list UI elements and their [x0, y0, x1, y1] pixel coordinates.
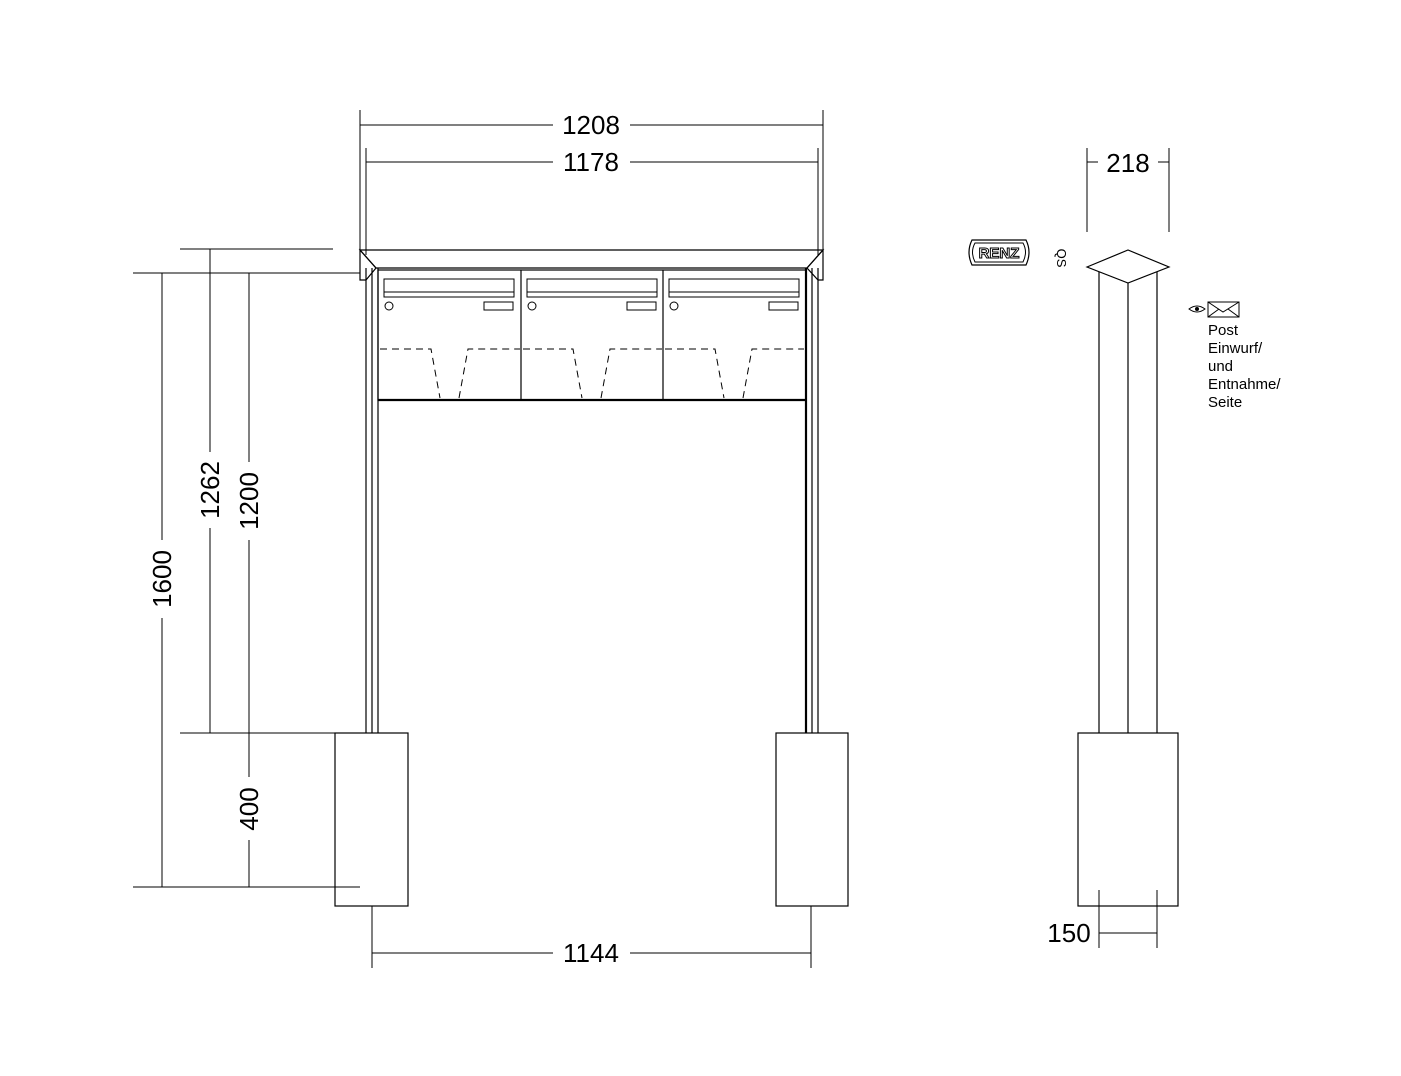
- dimension-foot-width: 150: [1047, 890, 1158, 948]
- dimension-total-width: 1208: [359, 110, 824, 250]
- dimension-box-bottom-height: 1200: [234, 273, 264, 733]
- front-view: 1208 1178: [133, 110, 849, 968]
- left-post: [365, 268, 379, 733]
- eye-icon: [1188, 305, 1206, 313]
- dimension-depth-label: 218: [1106, 148, 1149, 178]
- dimension-total-width-label: 1208: [562, 110, 620, 140]
- dimension-top-edge-height: 1262: [195, 249, 225, 733]
- side-foot: [1077, 732, 1179, 907]
- dimension-box-bottom-height-label: 1200: [234, 472, 264, 530]
- dimension-depth: 218: [1086, 148, 1170, 232]
- dimension-post-spacing: 1144: [371, 906, 812, 968]
- dimension-foot-height-label: 400: [234, 787, 264, 830]
- dimension-foot-width-label: 150: [1047, 918, 1090, 948]
- access-note-line-5: Seite: [1208, 394, 1242, 411]
- dimension-total-height-label: 1600: [147, 550, 177, 608]
- right-foot: [775, 732, 849, 907]
- mailbox-unit: [377, 269, 807, 402]
- side-post: [1098, 272, 1158, 733]
- lock-icon: [669, 301, 679, 311]
- dimension-top-edge-height-label: 1262: [195, 461, 225, 519]
- dimension-extension-lines: [133, 248, 360, 888]
- renz-logo: RENZ QS: [968, 239, 1069, 268]
- roof-cap: [358, 248, 825, 281]
- side-roof-cap: [1085, 249, 1171, 284]
- envelope-icon: [1207, 301, 1240, 318]
- left-foot: [334, 732, 409, 907]
- dimension-inner-width-label: 1178: [563, 147, 619, 177]
- logo-quality-mark: QS: [1054, 249, 1069, 268]
- mailbox-1: [380, 278, 520, 399]
- lock-icon: [527, 301, 537, 311]
- dimension-total-height: 1600: [147, 273, 177, 887]
- name-plate: [483, 301, 514, 311]
- mailbox-2: [523, 278, 662, 399]
- side-view: 218 150: [1047, 148, 1281, 948]
- lock-icon: [384, 301, 394, 311]
- dimension-inner-width: 1178: [365, 147, 819, 255]
- access-note: Post Einwurf/ und Entnahme/ Seite: [1188, 301, 1281, 411]
- dimension-post-spacing-label: 1144: [563, 938, 619, 968]
- name-plate: [768, 301, 799, 311]
- mailbox-3: [665, 278, 804, 399]
- logo-brand-text: RENZ: [979, 245, 1020, 262]
- dimension-foot-height: 400: [234, 733, 264, 887]
- access-note-line-1: Post: [1208, 322, 1239, 339]
- access-note-line-2: Einwurf/: [1208, 340, 1263, 357]
- name-plate: [626, 301, 657, 311]
- access-note-line-3: und: [1208, 358, 1233, 375]
- access-note-line-4: Entnahme/: [1208, 376, 1281, 393]
- right-post: [804, 268, 819, 733]
